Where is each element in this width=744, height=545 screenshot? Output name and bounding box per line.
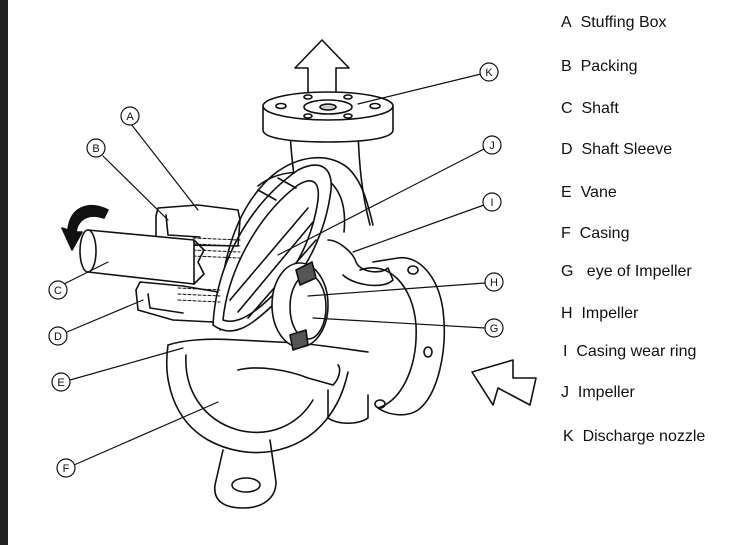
callout-a: A <box>120 106 140 126</box>
legend-item-c: C Shaft <box>561 100 619 117</box>
svg-text:H: H <box>490 277 498 289</box>
legend-item-b: B Packing <box>561 58 638 75</box>
svg-text:A: A <box>126 111 134 123</box>
legend-item-g: G eye of Impeller <box>561 263 692 280</box>
impeller-eye <box>271 261 329 351</box>
legend-item-k: K Discharge nozzle <box>563 428 706 445</box>
callout-h: H <box>484 272 504 292</box>
callout-d: D <box>48 326 68 346</box>
svg-text:F: F <box>63 463 70 475</box>
shaft <box>79 229 205 285</box>
suction-arrow-icon <box>471 359 537 406</box>
casing-support-foot <box>214 439 277 509</box>
callout-j: J <box>482 135 502 155</box>
callouts: A B C D E F G H I J K <box>48 62 504 478</box>
callout-i: I <box>482 192 502 212</box>
svg-text:C: C <box>54 285 62 297</box>
svg-text:E: E <box>57 377 64 389</box>
legend-item-d: D Shaft Sleeve <box>561 141 673 158</box>
callout-b: B <box>86 138 106 158</box>
svg-text:I: I <box>490 197 493 209</box>
svg-text:G: G <box>490 323 499 335</box>
legend-item-f: F Casing <box>561 225 630 242</box>
callout-c: C <box>48 280 68 300</box>
packing <box>177 237 241 303</box>
rotation-arrow-icon <box>61 205 109 251</box>
discharge-flange <box>262 91 394 143</box>
callout-g: G <box>484 318 504 338</box>
callout-k: K <box>479 62 499 82</box>
casing-wear-ring <box>327 239 394 287</box>
leader-lines <box>63 73 486 466</box>
figure-page: A B C D E F G H I J K A Stuffing Box B P… <box>8 0 744 545</box>
suction-flange <box>327 256 446 425</box>
svg-text:J: J <box>489 140 495 152</box>
svg-text:K: K <box>485 67 493 79</box>
legend-item-j: J Impeller <box>561 384 635 401</box>
legend-item-a: A Stuffing Box <box>561 14 667 31</box>
callout-f: F <box>56 458 76 478</box>
impeller <box>212 164 332 332</box>
legend-item-i: I Casing wear ring <box>563 343 697 360</box>
discharge-arrow-icon <box>294 39 350 93</box>
pump-diagram: A B C D E F G H I J K <box>48 39 537 509</box>
svg-text:D: D <box>54 331 62 343</box>
svg-text:B: B <box>92 143 99 155</box>
legend-item-e: E Vane <box>561 184 617 201</box>
legend-item-h: H Impeller <box>561 305 639 322</box>
casing-lower-bowl <box>166 338 369 454</box>
callout-e: E <box>51 372 71 392</box>
